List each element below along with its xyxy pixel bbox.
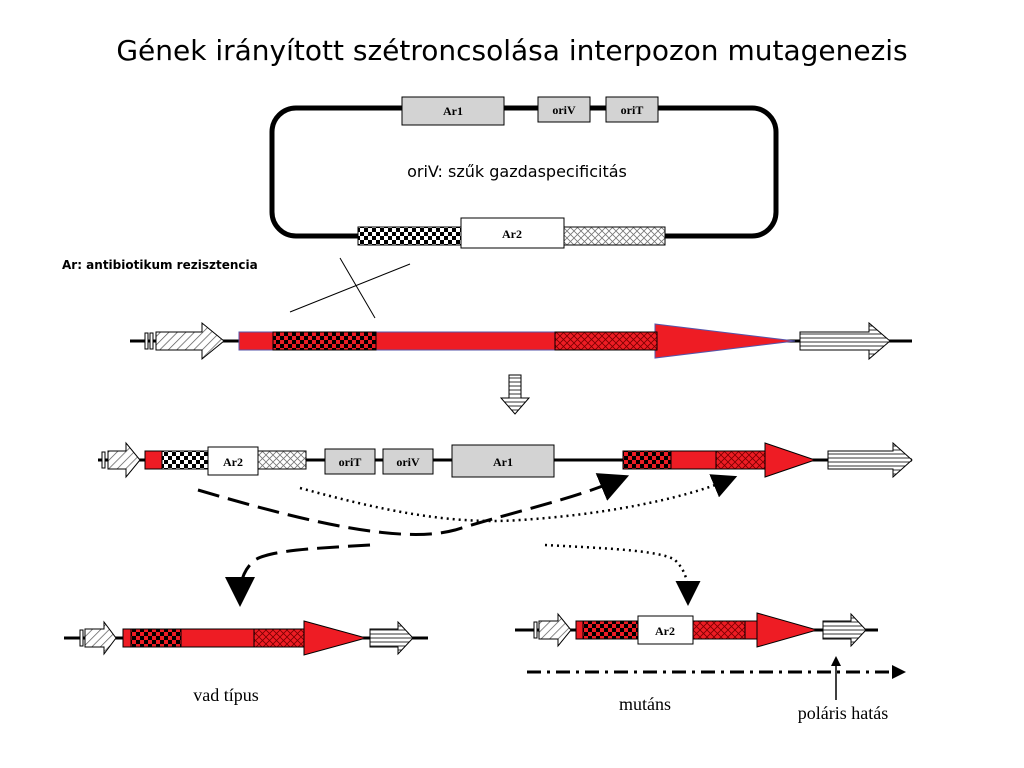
integrated-orit-box [324, 448, 376, 475]
upstream-gene-arrow [155, 321, 225, 361]
promoter-mark [533, 621, 538, 639]
mutant-hatched-segment [692, 620, 746, 640]
checker-segment [161, 450, 209, 470]
plasmid-hatched-segment [563, 226, 666, 246]
integrated-oriv-label: oriV [396, 455, 420, 469]
downstream-gene-arrow [822, 612, 867, 648]
integrated-ar2-label: Ar2 [223, 455, 243, 469]
wild-type-caption: vad típus [193, 685, 259, 705]
promoter-mark [101, 451, 106, 469]
integrated-orit-label: oriT [339, 455, 362, 469]
integrated-ar1-label: Ar1 [493, 455, 513, 469]
plasmid-orit-label: oriT [621, 103, 644, 117]
mutant-ar2-label: Ar2 [655, 624, 675, 638]
target-gene-checker-segment [272, 331, 377, 351]
mutant-ar2-box [637, 615, 694, 645]
plasmid-ar1-label: Ar1 [443, 104, 463, 118]
integrated-ar1-box [451, 444, 555, 478]
gene-fragment-red [144, 450, 163, 470]
wt-hatched-segment [253, 628, 305, 648]
promoter-mark [149, 332, 154, 350]
integrated-row: Ar2 oriT oriV Ar1 [98, 441, 913, 479]
target-gene-hatched-segment [554, 331, 658, 351]
upstream-gene-arrow [107, 441, 141, 479]
plasmid-ar1-box [401, 96, 505, 126]
plasmid-checker-segment [357, 226, 463, 246]
integrated-ar2-box [207, 446, 259, 476]
integrated-oriv-box [382, 448, 434, 475]
mutant-caption: mutáns [619, 694, 671, 714]
excision-path-dashed [225, 543, 371, 607]
polar-effect-caption: poláris hatás [798, 703, 888, 723]
mutant-gene-arrowhead [756, 612, 819, 648]
promoter-mark [144, 332, 149, 350]
plasmid-orit-box [605, 96, 659, 123]
plasmid-diagram: Ar1 oriV oriT oriV: szűk gazdaspecificit… [269, 96, 779, 249]
upstream-gene-arrow [538, 612, 572, 648]
wild-type-row: vad típus [64, 620, 428, 705]
plasmid-ar2-box [460, 217, 565, 249]
hatched-segment [257, 450, 307, 470]
downstream-gene-arrow [799, 321, 891, 361]
slide-title: Gének irányított szétroncsolása interpoz… [116, 34, 907, 67]
gene-arrowhead [764, 442, 817, 478]
wt-checker-segment [130, 628, 182, 648]
plasmid-oriv-label: oriV [552, 103, 576, 117]
chromosome-gene-row [130, 321, 912, 361]
transcription-arrowhead [892, 665, 906, 679]
downstream-gene-arrow [369, 620, 414, 656]
excision-path-dotted [544, 543, 701, 606]
crossover-line [339, 257, 376, 319]
target-gene-arrowhead [654, 323, 796, 359]
promoter-mark [79, 629, 84, 647]
checker-segment-red [622, 450, 672, 470]
crossover-line [289, 263, 411, 313]
plasmid-note: oriV: szűk gazdaspecificitás [407, 162, 627, 181]
mutant-checker-segment [582, 620, 639, 640]
hatched-segment-red [715, 450, 766, 470]
process-down-arrow [499, 374, 531, 415]
plasmid-ar2-label: Ar2 [502, 227, 522, 241]
polar-effect-arrowhead [831, 656, 841, 666]
legend-note: Ar: antibiotikum rezisztencia [62, 258, 258, 272]
downstream-gene-arrow [827, 441, 913, 479]
plasmid-oriv-box [537, 96, 591, 123]
recombination-path-dashed [197, 473, 630, 536]
mutant-row: Ar2 mutáns poláris hatás [515, 612, 906, 723]
wt-gene-arrowhead [303, 620, 368, 656]
upstream-gene-arrow [84, 620, 117, 656]
recombination-path-dotted [299, 474, 738, 523]
